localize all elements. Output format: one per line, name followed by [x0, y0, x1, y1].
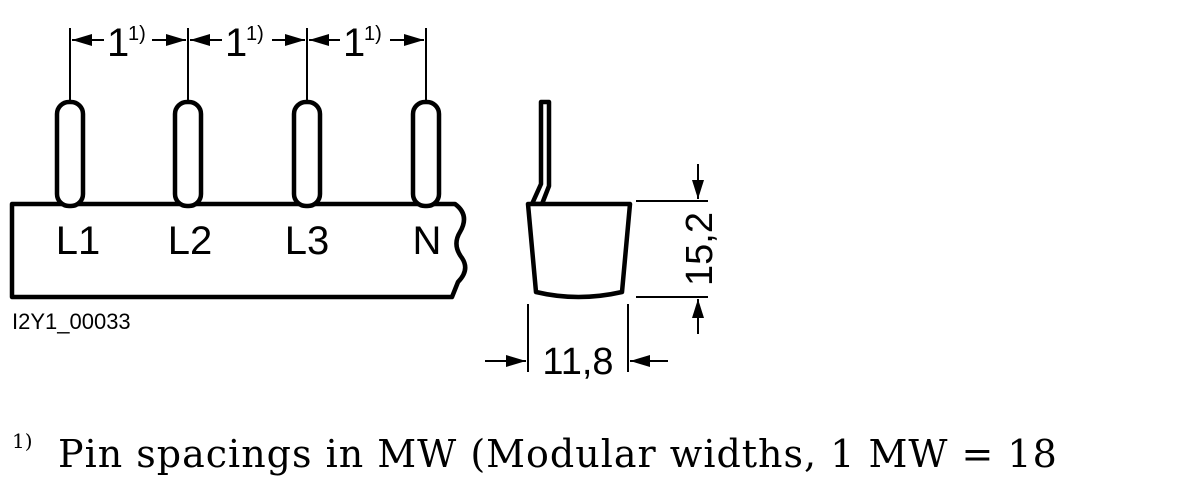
- busbar-side-view: 15,2 11,8: [485, 99, 721, 383]
- footnote: 1) Pin spacings in MW (Modular widths, 1…: [12, 429, 1058, 476]
- side-body: [525, 201, 633, 300]
- spacing-value: 1: [225, 21, 247, 65]
- spacing-note: 1): [246, 23, 264, 45]
- pin-label: L2: [168, 219, 213, 263]
- footnote-marker: 1): [12, 429, 33, 453]
- spacing-value: 1: [343, 21, 365, 65]
- spacing-note: 1): [128, 23, 146, 45]
- pin-l2: [172, 99, 204, 209]
- pin-label: L1: [56, 219, 101, 263]
- height-dimension: 15,2: [679, 212, 721, 286]
- pin-spacing-dimensions: 1 1) 1 1) 1 1): [69, 21, 427, 102]
- busbar-body: [9, 201, 468, 300]
- busbar-front-view: L1 L2 L3 N I2Y1_00033: [9, 99, 468, 334]
- pin-label: L3: [285, 219, 330, 263]
- width-dimension: 11,8: [542, 341, 613, 383]
- pin-l3: [291, 99, 323, 209]
- pin-l1: [54, 99, 86, 209]
- pin-label: N: [413, 219, 442, 263]
- spacing-note: 1): [364, 23, 382, 45]
- pin-n: [410, 99, 442, 209]
- footnote-text: Pin spacings in MW (Modular widths, 1 MW…: [58, 432, 1058, 476]
- side-pin: [529, 99, 552, 207]
- spacing-value: 1: [107, 21, 129, 65]
- drawing-code: I2Y1_00033: [12, 309, 131, 334]
